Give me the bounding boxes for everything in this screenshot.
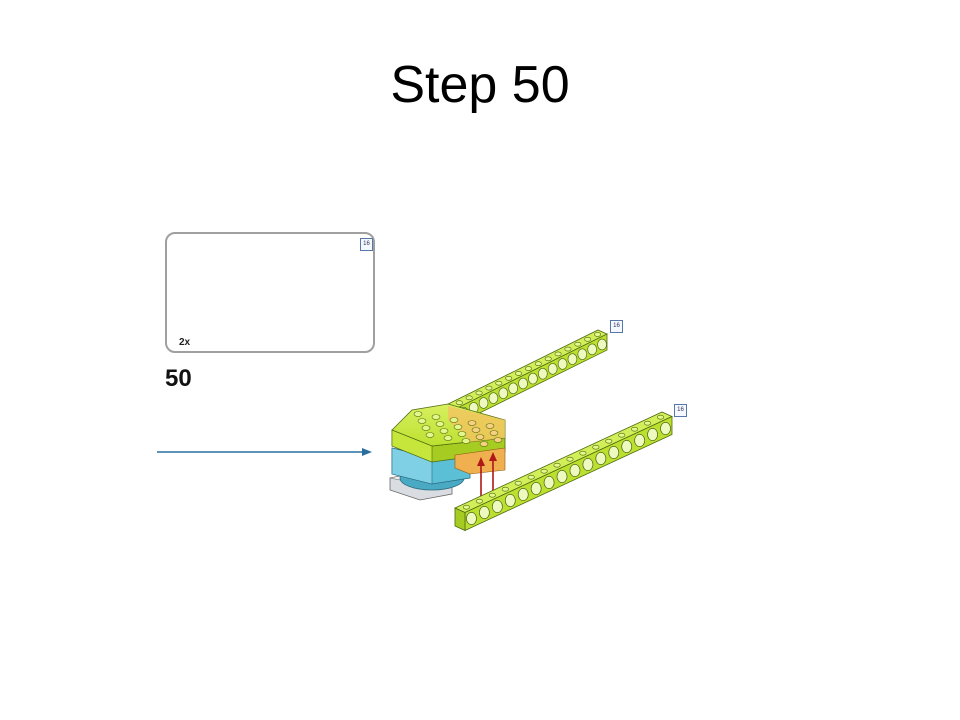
hub-stud	[471, 427, 481, 433]
callout-length-badge: 16	[360, 238, 373, 251]
lower-beam-stud	[488, 492, 496, 498]
upper-beam-hole	[557, 358, 568, 370]
upper-beam-hole	[488, 392, 499, 404]
hub-stud	[435, 421, 445, 427]
lower-beam-hole	[608, 446, 620, 459]
hub-stud	[417, 418, 427, 424]
upper-beam-stud	[534, 361, 542, 366]
lower-beam-stud	[475, 498, 483, 504]
upper-beam-hole	[597, 338, 607, 351]
upper-beam-hole	[518, 377, 528, 390]
hub-stud	[439, 428, 449, 434]
hub-stud	[449, 417, 459, 423]
hub-stud	[457, 431, 467, 437]
hub-stud	[485, 423, 495, 429]
lower-beam-hole	[647, 428, 658, 441]
hub-stud	[489, 430, 499, 436]
lower-beam-hole	[569, 464, 581, 477]
lower-beam-stud	[566, 456, 574, 462]
upper-beam-stud	[574, 341, 582, 347]
lower-beam-stud	[579, 450, 587, 456]
lower-beam-stud	[514, 480, 522, 486]
upper-beam-hole	[577, 348, 588, 361]
lower-beam-stud	[657, 414, 665, 420]
upper-beam-hole	[547, 363, 558, 375]
upper-beam-stud	[515, 371, 523, 376]
hub-assembly	[389, 403, 506, 501]
lower-beam-stud	[605, 438, 613, 444]
hub-stud	[493, 437, 503, 443]
lower-beam-hole	[556, 470, 568, 483]
lower-beam-hole	[634, 434, 646, 447]
upper-beam-stud	[564, 346, 572, 352]
lower-beam-stud	[631, 426, 639, 432]
hub-stud	[453, 424, 463, 430]
hub-stud	[425, 432, 435, 438]
hub-stud	[443, 435, 453, 441]
upper-beam-hole	[587, 343, 598, 356]
upper-beam-length-badge: 16	[610, 320, 623, 333]
lower-beam-stud	[553, 462, 561, 468]
lower-beam-hole	[660, 422, 671, 435]
upper-beam-stud	[594, 332, 602, 337]
upper-beam-stud	[495, 380, 503, 386]
upper-beam-hole	[537, 367, 548, 380]
hub-stud	[413, 411, 423, 417]
upper-beam-stud	[505, 375, 513, 381]
upper-beam-hole	[567, 353, 578, 365]
hub-stud	[431, 414, 441, 420]
lower-beam-stud	[527, 474, 535, 480]
hub-stud	[467, 420, 477, 426]
lower-beam-hole	[595, 452, 607, 465]
lower-beam-hole	[517, 488, 529, 501]
lower-beam-stud	[592, 444, 600, 450]
lower-beam-end-face	[454, 507, 466, 532]
lower-beam-hole	[491, 500, 503, 513]
lower-beam-hole	[582, 458, 594, 471]
step-number: 50	[165, 365, 192, 392]
lower-beam-hole	[621, 440, 633, 453]
upper-beam-stud	[475, 390, 483, 396]
slide-title: Step 50	[390, 56, 570, 114]
lower-beam-hole	[530, 482, 542, 495]
parts-callout-box: 2x	[165, 232, 375, 353]
lower-beam-stud	[618, 432, 626, 438]
lower-beam-hole	[466, 512, 477, 525]
lower-beam-hole	[543, 476, 555, 489]
part-quantity: 2x	[179, 337, 191, 348]
upper-beam-stud	[455, 400, 463, 405]
lower-beam-stud	[540, 468, 548, 474]
upper-beam-stud	[584, 336, 592, 342]
upper-beam-stud	[485, 385, 493, 391]
upper-beam-hole	[478, 397, 489, 409]
hub-stud	[461, 438, 471, 444]
upper-beam-stud	[544, 356, 552, 362]
upper-beam-stud	[554, 351, 562, 357]
lower-beam-stud	[644, 420, 652, 426]
lower-beam-hole	[504, 494, 516, 507]
hub-stud	[421, 425, 431, 431]
lower-beam-stud	[501, 486, 509, 492]
lower-beam-length-badge: 16	[674, 404, 687, 417]
upper-beam-top-face	[439, 329, 608, 413]
lower-beam-stud	[462, 504, 470, 510]
upper-beam-hole	[528, 372, 538, 385]
upper-beam-stud	[465, 395, 473, 401]
lower-beam-hole	[479, 506, 490, 519]
lower-technic-beam	[454, 411, 673, 532]
upper-beam-hole	[498, 387, 509, 400]
upper-beam-stud	[524, 366, 532, 371]
pointer-arrow	[157, 448, 372, 456]
upper-beam-hole	[508, 382, 519, 395]
hub-stud	[475, 434, 485, 440]
hub-stud	[479, 441, 489, 447]
